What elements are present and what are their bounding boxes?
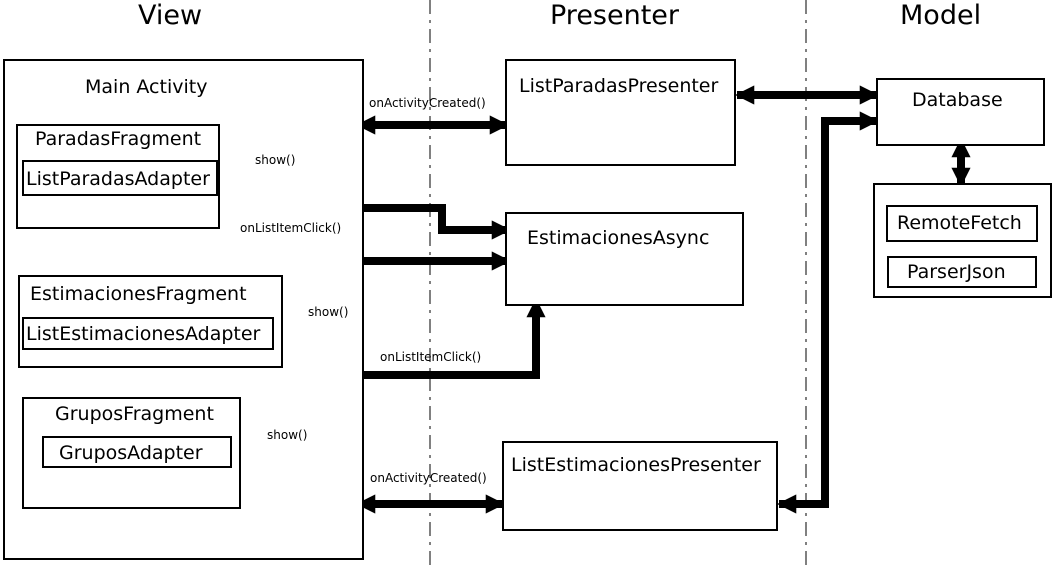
edge-label-show-grupos: show() <box>267 428 308 442</box>
paradas-fragment-label: ParadasFragment <box>35 128 202 150</box>
database-box <box>876 78 1045 146</box>
column-presenter-title: Presenter <box>550 0 680 31</box>
list-paradas-adapter-label: ListParadasAdapter <box>26 168 210 190</box>
column-view-title: View <box>138 0 203 31</box>
list-estimaciones-adapter-box <box>22 317 274 350</box>
grupos-fragment-label: GruposFragment <box>55 403 214 425</box>
database-label: Database <box>912 89 1003 111</box>
estimaciones-async-label: EstimacionesAsync <box>527 227 710 249</box>
edge-label-on-activity-created-bottom: onActivityCreated() <box>370 471 487 485</box>
edge-label-on-activity-created-top: onActivityCreated() <box>369 96 486 110</box>
edge-label-show-paradas: show() <box>255 153 296 167</box>
list-estimaciones-presenter-label: ListEstimacionesPresenter <box>511 454 761 476</box>
main-activity-label: Main Activity <box>85 76 208 98</box>
edge-label-show-estimaciones: show() <box>308 305 349 319</box>
remote-fetch-label: RemoteFetch <box>897 212 1022 234</box>
list-paradas-adapter-box <box>22 160 218 196</box>
grupos-adapter-label: GruposAdapter <box>59 442 203 464</box>
parser-json-label: ParserJson <box>907 261 1006 283</box>
list-estimaciones-adapter-label: ListEstimacionesAdapter <box>26 323 261 345</box>
grupos-adapter-box <box>42 436 232 468</box>
remote-fetch-box <box>886 205 1038 242</box>
list-paradas-presenter-box <box>505 59 736 166</box>
estimaciones-async-box <box>505 212 744 306</box>
parser-json-box <box>887 256 1037 288</box>
edge-label-on-list-item-click-grupos: onListItemClick() <box>380 350 482 364</box>
list-paradas-presenter-label: ListParadasPresenter <box>519 75 719 97</box>
edge-label-on-list-item-click-paradas: onListItemClick() <box>240 221 342 235</box>
arrow-database-estimaciones-presenter <box>777 111 879 514</box>
column-model-title: Model <box>900 0 982 31</box>
list-estimaciones-presenter-box <box>502 441 778 531</box>
estimaciones-fragment-label: EstimacionesFragment <box>30 283 247 305</box>
